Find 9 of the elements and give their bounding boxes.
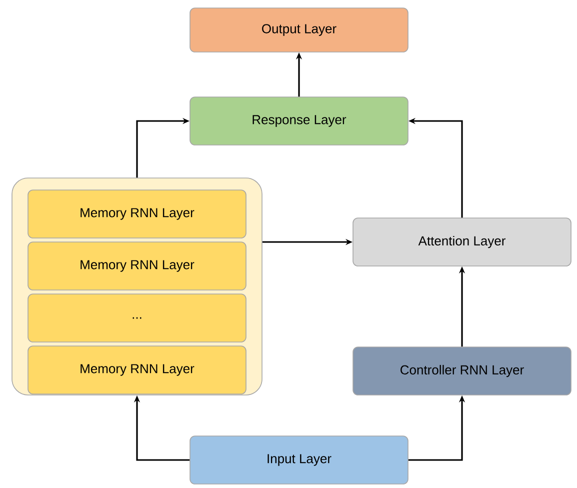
layer-box: Memory RNN Layer <box>28 190 246 238</box>
layer-box: Output Layer <box>190 8 408 52</box>
layer-box: Memory RNN Layer <box>28 346 246 394</box>
layer-box: Response Layer <box>190 96 408 146</box>
layer-box: ... <box>28 294 246 342</box>
layer-box: Memory RNN Layer <box>28 242 246 290</box>
layer-box: Controller RNN Layer <box>352 346 572 396</box>
layer-box: Input Layer <box>190 436 408 484</box>
layer-box: Attention Layer <box>352 218 572 266</box>
